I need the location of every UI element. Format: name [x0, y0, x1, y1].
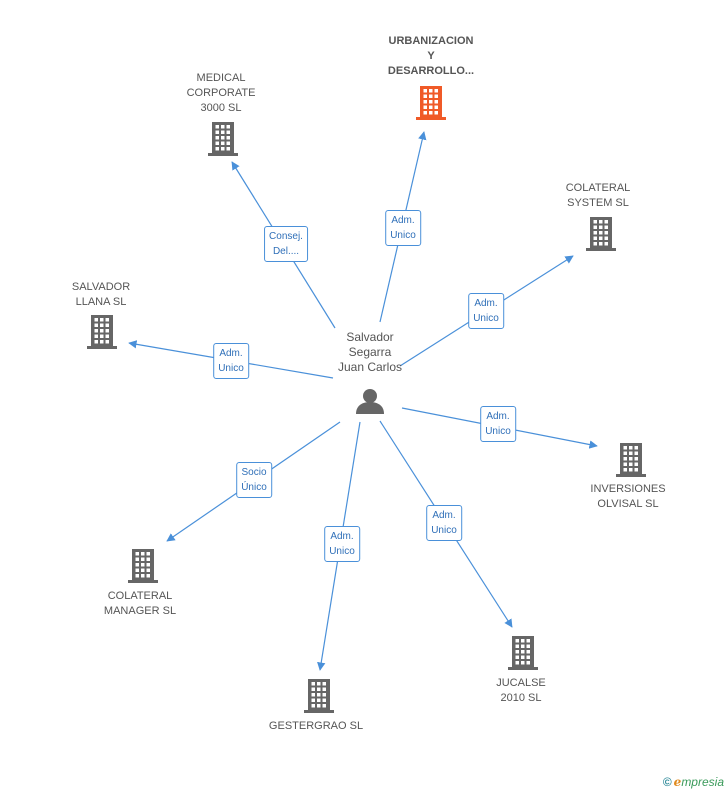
company-label-jucalse[interactable]: JUCALSE 2010 SL [496, 677, 546, 704]
relation-label-jucalse[interactable]: Adm. Unico [426, 505, 462, 541]
building-icon[interactable] [87, 315, 117, 354]
building-icon[interactable] [586, 217, 616, 256]
relation-label-urbanizacion[interactable]: Adm. Unico [385, 210, 421, 246]
company-label-inversiones[interactable]: INVERSIONES OLVISAL SL [590, 483, 666, 510]
relation-label-colateral-system[interactable]: Adm. Unico [468, 293, 504, 329]
person-icon[interactable] [355, 388, 385, 419]
relation-label-gestergrao[interactable]: Adm. Unico [324, 526, 360, 562]
company-label-salvador-llana[interactable]: SALVADOR LLANA SL [71, 281, 131, 308]
building-icon[interactable] [304, 679, 334, 718]
building-icon[interactable] [416, 86, 446, 125]
building-icon[interactable] [128, 549, 158, 588]
person-name-label[interactable]: Salvador Segarra Juan Carlos [337, 330, 403, 374]
company-label-medical[interactable]: MEDICAL CORPORATE 3000 SL [186, 72, 256, 114]
brand-logo-text: mpresia [681, 775, 724, 789]
relation-label-medical[interactable]: Consej. Del.... [264, 226, 308, 262]
company-label-urbanizacion[interactable]: URBANIZACION Y DESARROLLO... [387, 35, 475, 77]
company-label-colateral-system[interactable]: COLATERAL SYSTEM SL [565, 182, 631, 209]
building-icon[interactable] [508, 636, 538, 675]
relation-label-salvador-llana[interactable]: Adm. Unico [213, 343, 249, 379]
building-icon[interactable] [208, 122, 238, 161]
company-label-colateral-manager[interactable]: COLATERAL MANAGER SL [103, 590, 177, 617]
building-icon[interactable] [616, 443, 646, 482]
company-label-gestergrao[interactable]: GESTERGRAO SL [268, 720, 364, 732]
relation-label-colateral-manager[interactable]: Socio Único [236, 462, 272, 498]
brand-watermark: ©empresia [663, 775, 724, 789]
relation-label-inversiones[interactable]: Adm. Unico [480, 406, 516, 442]
brand-logo-initial: e [673, 775, 682, 789]
copyright-icon: © [662, 775, 672, 789]
